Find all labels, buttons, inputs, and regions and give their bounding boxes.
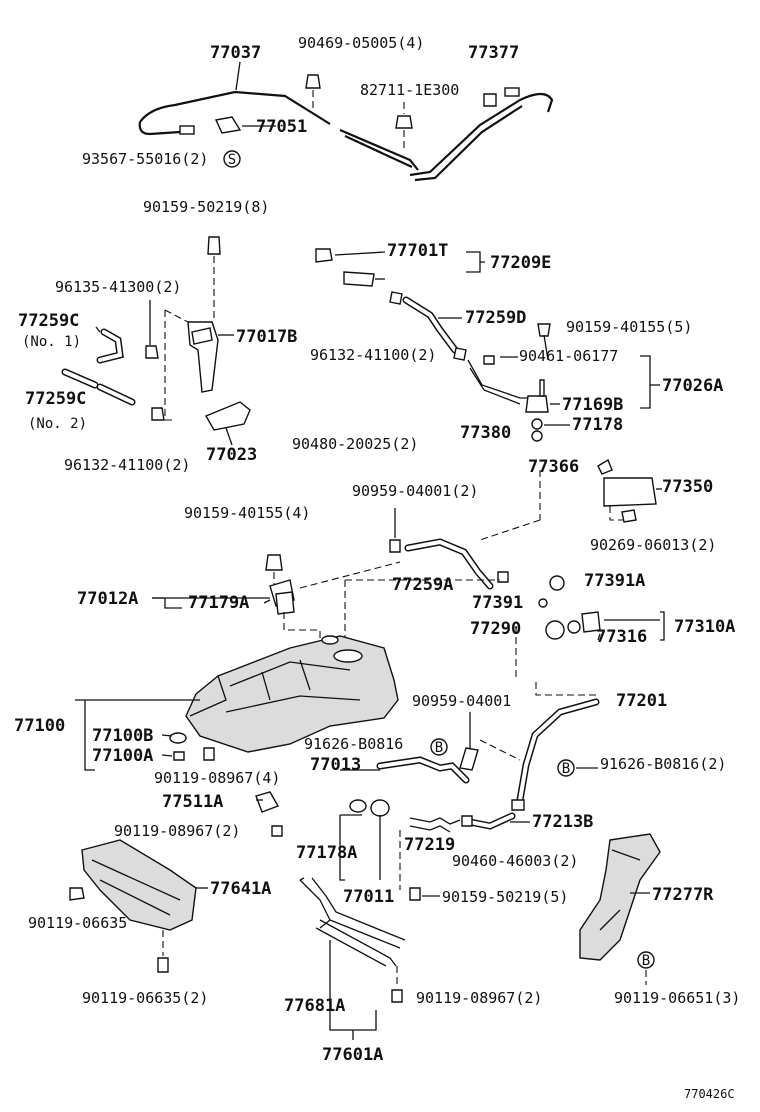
bracket-and-hose-group xyxy=(61,236,251,446)
label-77011: 77011 xyxy=(343,887,394,907)
label-77013: 77013 xyxy=(310,755,361,775)
label-90461-06177: 90461-06177 xyxy=(519,347,618,365)
label-77641a: 77641A xyxy=(210,879,271,899)
label-77023: 77023 xyxy=(206,445,257,465)
fuel-tank-group xyxy=(75,508,509,837)
label-77316: 77316 xyxy=(596,627,647,647)
label-90959-04001: 90959-04001 xyxy=(412,692,511,710)
label-90159-40155-5: 90159-40155(5) xyxy=(566,318,692,336)
b-marker-2: B xyxy=(562,761,570,777)
label-77213b: 77213B xyxy=(532,812,593,832)
s-marker: S xyxy=(228,152,236,168)
label-no2: (No. 2) xyxy=(28,416,87,432)
label-82711-1e300: 82711-1E300 xyxy=(360,81,459,99)
label-90119-08967-2b: 90119-08967(2) xyxy=(416,989,542,1007)
label-77051: 77051 xyxy=(256,117,307,137)
label-90159-50219-8: 90159-50219(8) xyxy=(143,198,269,216)
label-77380: 77380 xyxy=(460,423,511,443)
label-77017b: 77017B xyxy=(236,327,297,347)
label-77681a: 77681A xyxy=(284,996,345,1016)
label-77201: 77201 xyxy=(616,691,667,711)
label-90159-40155-4: 90159-40155(4) xyxy=(184,504,310,522)
label-77290: 77290 xyxy=(470,619,521,639)
label-96132-41100-b: 96132-41100(2) xyxy=(64,456,190,474)
label-90480-20025: 90480-20025(2) xyxy=(292,435,418,453)
label-90119-06635: 90119-06635 xyxy=(28,914,127,932)
label-90159-50219-5: 90159-50219(5) xyxy=(442,888,568,906)
label-90460-46003: 90460-46003(2) xyxy=(452,852,578,870)
label-90119-08967-4: 90119-08967(4) xyxy=(154,769,280,787)
label-77100a: 77100A xyxy=(92,746,153,766)
label-91626-b0816-2: 91626-B0816(2) xyxy=(600,755,726,773)
label-77310a: 77310A xyxy=(674,617,735,637)
label-77219: 77219 xyxy=(404,835,455,855)
label-93567-55016: 93567-55016(2) xyxy=(82,150,208,168)
label-90119-06635-2: 90119-06635(2) xyxy=(82,989,208,1007)
label-77100: 77100 xyxy=(14,716,65,736)
label-77100b: 77100B xyxy=(92,726,153,746)
label-77169b: 77169B xyxy=(562,395,623,415)
label-77701t: 77701T xyxy=(387,241,448,261)
filler-pipe-group: B B xyxy=(339,575,665,901)
part-number-labels: 77037 90469-05005(4) 77377 82711-1E300 7… xyxy=(14,34,740,1101)
label-90119-08967-2a: 90119-08967(2) xyxy=(114,822,240,840)
label-77277r: 77277R xyxy=(652,885,714,905)
label-77366: 77366 xyxy=(528,457,579,477)
label-96132-41100-a: 96132-41100(2) xyxy=(310,346,436,364)
label-90959-04001-2: 90959-04001(2) xyxy=(352,482,478,500)
diagram-code: 770426C xyxy=(684,1087,735,1101)
label-77026a: 77026A xyxy=(662,376,723,396)
fuel-lid-cable-assembly: S xyxy=(138,61,554,182)
label-91626-b0816: 91626-B0816 xyxy=(304,735,403,753)
label-no1: (No. 1) xyxy=(22,334,81,350)
b-marker-1: B xyxy=(435,740,443,756)
label-77259c-no2: 77259C xyxy=(25,389,86,409)
label-77209e: 77209E xyxy=(490,253,551,273)
label-77259d: 77259D xyxy=(465,308,526,328)
label-96135-41300: 96135-41300(2) xyxy=(55,278,181,296)
label-77259a: 77259A xyxy=(392,575,453,595)
label-77012a: 77012A xyxy=(77,589,138,609)
label-77259c-no1: 77259C xyxy=(18,311,79,331)
label-77179a: 77179A xyxy=(188,593,249,613)
label-77377: 77377 xyxy=(468,43,519,63)
label-77391: 77391 xyxy=(472,593,523,613)
label-77511a: 77511A xyxy=(162,792,223,812)
label-90469-05005: 90469-05005(4) xyxy=(298,34,424,52)
label-77178: 77178 xyxy=(572,415,623,435)
label-90119-06651: 90119-06651(3) xyxy=(614,989,740,1007)
label-77350: 77350 xyxy=(662,477,713,497)
b-marker-3: B xyxy=(642,953,650,969)
label-90269-06013: 90269-06013(2) xyxy=(590,536,716,554)
label-77178a: 77178A xyxy=(296,843,357,863)
label-77601a: 77601A xyxy=(322,1045,383,1065)
label-77391a: 77391A xyxy=(584,571,645,591)
tank-protector-group: B xyxy=(69,833,661,1040)
label-77037: 77037 xyxy=(210,43,261,63)
vent-valve-group xyxy=(315,248,662,541)
